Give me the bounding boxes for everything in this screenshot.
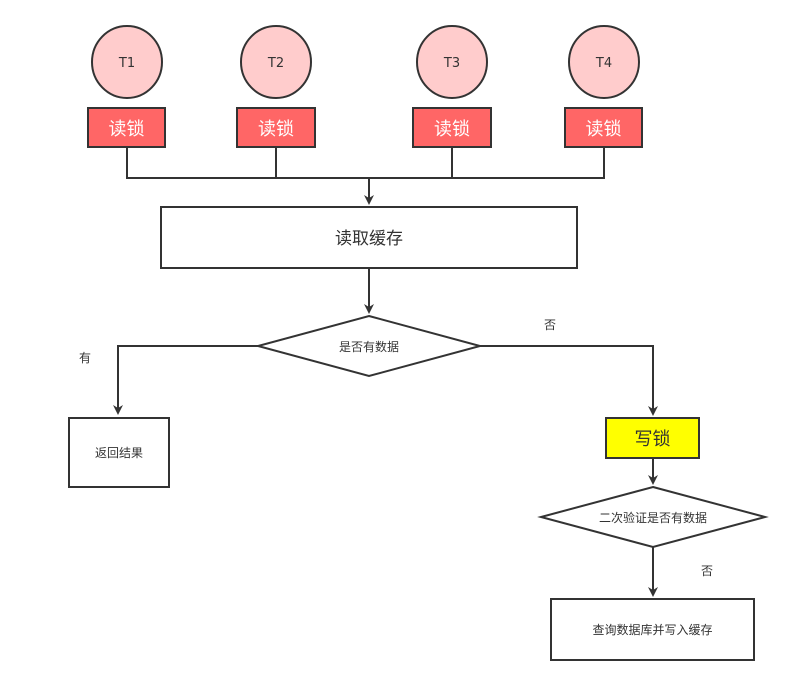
thread-label-t2: T2 [267,56,284,71]
thread-t1: T1 [91,25,163,99]
thread-label-t4: T4 [595,56,612,71]
write-lock-step: 写锁 [605,417,700,459]
thread-t3: T3 [416,25,488,99]
read-lock-box-t2 [236,107,316,148]
read-lock-t4: 读锁 [564,107,643,148]
thread-circle-t1 [91,25,163,99]
thread-circle-t3 [416,25,488,99]
read-lock-t3: 读锁 [412,107,492,148]
read-lock-t2: 读锁 [236,107,316,148]
lock-merge-connector [126,147,605,205]
read-lock-label-t4: 读锁 [586,119,622,140]
arrow-no-branch [480,345,658,416]
read-lock-label-t3: 读锁 [434,119,470,140]
query-db-step: 查询数据库并写入缓存 [550,598,755,661]
read-lock-t1: 读锁 [87,107,166,148]
query-db-label: 查询数据库并写入缓存 [592,622,712,637]
thread-circle-t2 [240,25,312,99]
no-branch-label-2: 否 [701,564,713,578]
thread-circle-t4 [568,25,640,99]
read-cache-step: 读取缓存 [160,206,578,269]
read-lock-label-t2: 读锁 [258,119,294,140]
read-lock-box-t1 [87,107,166,148]
check-data-decision: 是否有数据 [254,314,484,378]
check-data-label: 是否有数据 [339,339,399,354]
thread-label-t1: T1 [118,56,135,71]
read-cache-label: 读取缓存 [335,229,403,249]
thread-label-t3: T3 [443,56,460,71]
yes-branch-label: 有 [79,351,91,365]
return-result-step: 返回结果 [68,417,170,488]
check-data-diamond [254,314,484,378]
recheck-data-decision: 二次验证是否有数据 [537,485,769,549]
thread-t4: T4 [568,25,640,99]
arrow-yes-branch [113,345,258,415]
return-result-box [68,417,170,488]
query-db-box [550,598,755,661]
write-lock-box [605,417,700,459]
return-result-label: 返回结果 [95,446,143,460]
thread-t2: T2 [240,25,312,99]
write-lock-label: 写锁 [635,429,671,450]
no-branch-label-1: 否 [544,318,556,332]
recheck-data-label: 二次验证是否有数据 [599,510,707,525]
read-lock-label-t1: 读锁 [109,119,145,140]
merge-line-outer [126,147,605,179]
read-lock-box-t4 [564,107,643,148]
